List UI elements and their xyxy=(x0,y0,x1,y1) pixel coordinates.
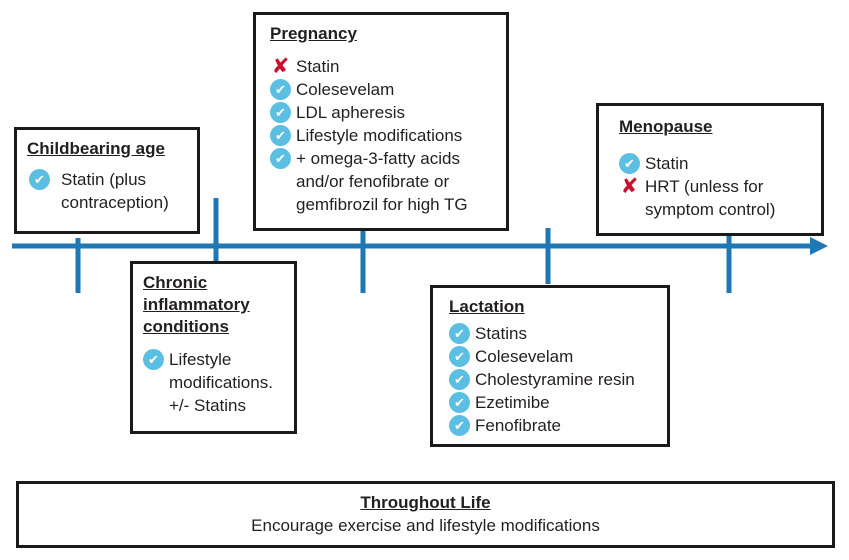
stage-title: Childbearing age xyxy=(27,139,165,158)
stage-pregnancy-box: Pregnancy ✘ Statin ✔ Colesevelam ✔ LDL a… xyxy=(253,12,509,231)
stage-item-text: Statin xyxy=(296,57,340,76)
stage-list: ✔ Statin (plus contraception) xyxy=(27,168,189,214)
stage-item-text: Cholestyramine resin xyxy=(475,370,635,389)
stage-item-text: + omega-3-fatty acids and/or fenofibrate… xyxy=(296,149,468,214)
stage-list: ✔ Statins ✔ Colesevelam ✔ Cholestyramine… xyxy=(449,322,661,437)
check-circle-icon: ✔ xyxy=(143,349,164,370)
stage-list: ✘ Statin ✔ Colesevelam ✔ LDL apheresis ✔… xyxy=(270,55,498,216)
throughout-title: Throughout Life xyxy=(360,493,491,512)
stage-item: ✔ Ezetimibe xyxy=(449,391,661,414)
stage-chronic-inflammatory-box: Chronic inflammatory conditions ✔ Lifest… xyxy=(130,261,297,434)
stage-item-text: Fenofibrate xyxy=(475,416,561,435)
stage-item-text: Lifestyle modifications. +/- Statins xyxy=(169,350,273,415)
stage-title: Menopause xyxy=(619,117,713,136)
check-circle-icon: ✔ xyxy=(270,79,291,100)
check-circle-icon: ✔ xyxy=(449,369,470,390)
stage-item: ✔ Statins xyxy=(449,322,661,345)
stage-item: ✔ Lifestyle modifications xyxy=(270,124,498,147)
stage-item-text: Statin xyxy=(645,154,689,173)
stage-item-text: Colesevelam xyxy=(475,347,574,366)
stage-item: ✔ Statin xyxy=(619,152,815,175)
stage-item-text: Lifestyle modifications xyxy=(296,126,463,145)
check-circle-icon: ✔ xyxy=(270,125,291,146)
throughout-text: Encourage exercise and lifestyle modific… xyxy=(251,516,600,535)
stage-item-text: Ezetimibe xyxy=(475,393,550,412)
stage-item-text: Statins xyxy=(475,324,527,343)
throughout-life-box: Throughout Life Encourage exercise and l… xyxy=(16,481,835,548)
stage-item: ✔ Statin (plus contraception) xyxy=(27,168,189,214)
stage-item: ✔ Colesevelam xyxy=(270,78,498,101)
stage-item-text: HRT (unless for symptom control) xyxy=(645,177,776,219)
stage-item-text: Statin (plus contraception) xyxy=(61,170,169,212)
x-mark-icon: ✘ xyxy=(271,55,290,78)
stage-childbearing-age-box: Childbearing age ✔ Statin (plus contrace… xyxy=(14,127,200,234)
x-mark-icon: ✘ xyxy=(620,175,639,198)
stage-title: Pregnancy xyxy=(270,24,357,43)
stage-menopause-box: Menopause ✔ Statin ✘ HRT (unless for sym… xyxy=(596,103,824,236)
stage-item: ✘ Statin xyxy=(270,55,498,78)
stage-item-text: Colesevelam xyxy=(296,80,395,99)
stage-list: ✔ Statin ✘ HRT (unless for symptom contr… xyxy=(619,152,815,221)
check-circle-icon: ✔ xyxy=(270,102,291,123)
stage-list: ✔ Lifestyle modifications. +/- Statins xyxy=(143,348,288,417)
check-circle-icon: ✔ xyxy=(449,415,470,436)
stage-item: ✔ Lifestyle modifications. +/- Statins xyxy=(143,348,288,417)
stage-title: Lactation xyxy=(449,297,525,316)
check-circle-icon: ✔ xyxy=(449,392,470,413)
check-circle-icon: ✔ xyxy=(619,153,640,174)
check-circle-icon: ✔ xyxy=(270,148,291,169)
stage-item-text: LDL apheresis xyxy=(296,103,405,122)
stage-title: Chronic inflammatory conditions xyxy=(143,273,250,336)
stage-item: ✔ Fenofibrate xyxy=(449,414,661,437)
check-circle-icon: ✔ xyxy=(449,323,470,344)
stage-lactation-box: Lactation ✔ Statins ✔ Colesevelam ✔ Chol… xyxy=(430,285,670,447)
stage-item: ✔ LDL apheresis xyxy=(270,101,498,124)
stage-item: ✔ Cholestyramine resin xyxy=(449,368,661,391)
check-circle-icon: ✔ xyxy=(449,346,470,367)
stage-item: ✘ HRT (unless for symptom control) xyxy=(619,175,815,221)
check-circle-icon: ✔ xyxy=(29,169,50,190)
stage-item: ✔ + omega-3-fatty acids and/or fenofibra… xyxy=(270,147,498,216)
timeline-arrowhead xyxy=(810,237,828,255)
stage-item: ✔ Colesevelam xyxy=(449,345,661,368)
